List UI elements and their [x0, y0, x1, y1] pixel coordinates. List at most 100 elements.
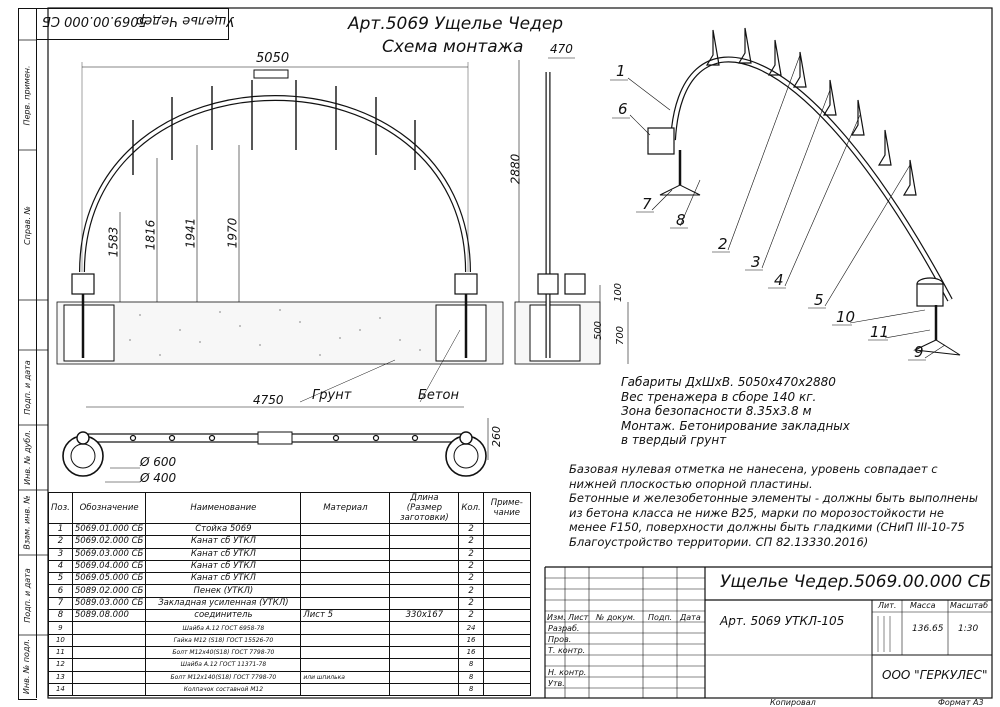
- table-cell-pos: 9: [48, 621, 73, 635]
- table-cell-code: 5069.02.000 СБ: [71, 535, 147, 549]
- table-cell-len: [389, 535, 460, 549]
- spec-line: Габариты ДхШхВ. 5050х470х2880: [621, 375, 836, 389]
- table-cell-note: [482, 621, 531, 635]
- table-cell-code: 5089.08.000: [71, 609, 147, 623]
- tb-designation: Ущелье Чедер.5069.00.000 СБ: [720, 572, 992, 592]
- table-cell-code: 5069.05.000 СБ: [71, 572, 147, 586]
- table-row: 11 Болт М12х40(S18) ГОСТ 7798-70 16: [48, 645, 531, 660]
- notes-block: Базовая нулевая отметка не нанесена, уро…: [569, 462, 978, 549]
- table-cell-pos: 10: [48, 633, 73, 647]
- table-cell-len: [389, 522, 460, 537]
- table-cell-note: [482, 535, 531, 549]
- tb-copied: Копировал: [770, 698, 816, 707]
- callout-3: 3: [751, 253, 761, 271]
- note-line: Базовая нулевая отметка не нанесена, уро…: [569, 462, 938, 476]
- table-cell-pos: 1: [48, 522, 73, 537]
- table-cell-code: 5089.02.000 СБ: [71, 584, 147, 598]
- tb-role-nkontr: Н. контр.: [548, 668, 587, 677]
- col-code: Обозначение: [71, 492, 147, 524]
- note-line: нижней плоскостью опорной пластины.: [569, 476, 813, 491]
- table-cell-len: [389, 596, 460, 611]
- table-cell-pos: 4: [48, 559, 73, 574]
- table-cell-mat: [300, 559, 391, 574]
- table-cell-qty: 8: [458, 682, 484, 697]
- side-strip: [18, 8, 37, 700]
- table-cell-code: [71, 658, 147, 672]
- table-cell-code: 5069.01.000 СБ: [71, 522, 147, 537]
- table-cell-mat: [300, 535, 391, 549]
- table-cell-pos: 5: [48, 572, 73, 586]
- tb-hdr-podp: Подп.: [648, 613, 673, 622]
- callout-6: 6: [618, 100, 628, 118]
- tb-hdr-date: Дата: [680, 613, 701, 622]
- callout-11: 11: [870, 323, 890, 341]
- table-cell-qty: 2: [458, 559, 484, 574]
- tb-lit-label: Лит.: [878, 601, 897, 610]
- table-cell-name: Пенек (УТКЛ): [145, 584, 302, 598]
- table-cell-pos: 12: [48, 658, 73, 672]
- dim-v500: 500: [593, 320, 605, 341]
- table-cell-note: [482, 596, 531, 611]
- spec-line: Монтаж. Бетонирование закладных: [621, 418, 850, 433]
- tb-scale: 1:30: [958, 624, 979, 634]
- table-cell-code: [71, 670, 147, 684]
- table-cell-code: 5089.03.000 СБ: [71, 596, 147, 611]
- table-cell-len: [389, 572, 460, 586]
- table-cell-pos: 11: [48, 645, 73, 660]
- specs-block: Габариты ДхШхВ. 5050х470х2880 Вес тренаж…: [621, 375, 850, 448]
- dim-h1: 1583: [106, 226, 121, 258]
- table-cell-note: [482, 584, 531, 598]
- table-cell-name: Канат сб УТКЛ: [145, 572, 302, 586]
- table-cell-len: [389, 547, 460, 561]
- drawing-title: Арт.5069 Ущелье Чедер: [348, 14, 564, 34]
- dim-v700: 700: [615, 325, 627, 346]
- table-cell-code: [71, 682, 147, 697]
- table-cell-mat: [300, 682, 391, 697]
- table-cell-note: [482, 547, 531, 561]
- note-line: Благоустройство территории. СП 82.13330.…: [569, 534, 869, 549]
- callout-4: 4: [774, 271, 784, 289]
- table-cell-qty: 16: [458, 645, 484, 660]
- col-name: Наименование: [145, 492, 302, 524]
- tb-product: Арт. 5069 УТКЛ-105: [720, 614, 845, 628]
- table-cell-name: Болт М12х40(S18) ГОСТ 7798-70: [145, 645, 302, 660]
- table-cell-mat: Лист 5: [300, 609, 391, 623]
- table-cell-note: [482, 633, 531, 647]
- table-cell-note: [482, 682, 531, 697]
- drawing-subtitle: Схема монтажа: [382, 37, 524, 57]
- table-cell-mat: [300, 596, 391, 611]
- table-cell-qty: 2: [458, 609, 484, 623]
- table-cell-note: [482, 559, 531, 574]
- table-cell-mat: [300, 522, 391, 537]
- table-cell-mat: [300, 633, 391, 647]
- table-cell-pos: 13: [48, 670, 73, 684]
- table-cell-len: [389, 645, 460, 660]
- table-cell-code: 5069.03.000 СБ: [71, 547, 147, 561]
- dim-d600: Ø 600: [140, 455, 177, 469]
- table-cell-code: [71, 645, 147, 660]
- front-view: [56, 62, 504, 483]
- label-ground: Грунт: [312, 388, 352, 403]
- table-cell-name: соединитель: [145, 609, 302, 623]
- dim-plan-width: 260: [490, 426, 503, 447]
- table-cell-mat: [300, 621, 391, 635]
- table-cell-note: [482, 572, 531, 586]
- table-cell-qty: 2: [458, 535, 484, 549]
- table-cell-len: [389, 621, 460, 635]
- table-cell-qty: 8: [458, 670, 484, 684]
- table-cell-len: [389, 670, 460, 684]
- table-cell-qty: 2: [458, 547, 484, 561]
- table-cell-pos: 2: [48, 535, 73, 549]
- table-cell-code: [71, 621, 147, 635]
- table-cell-len: [389, 584, 460, 598]
- col-material: Материал: [300, 492, 391, 524]
- tb-hdr-doc: № докум.: [596, 613, 636, 622]
